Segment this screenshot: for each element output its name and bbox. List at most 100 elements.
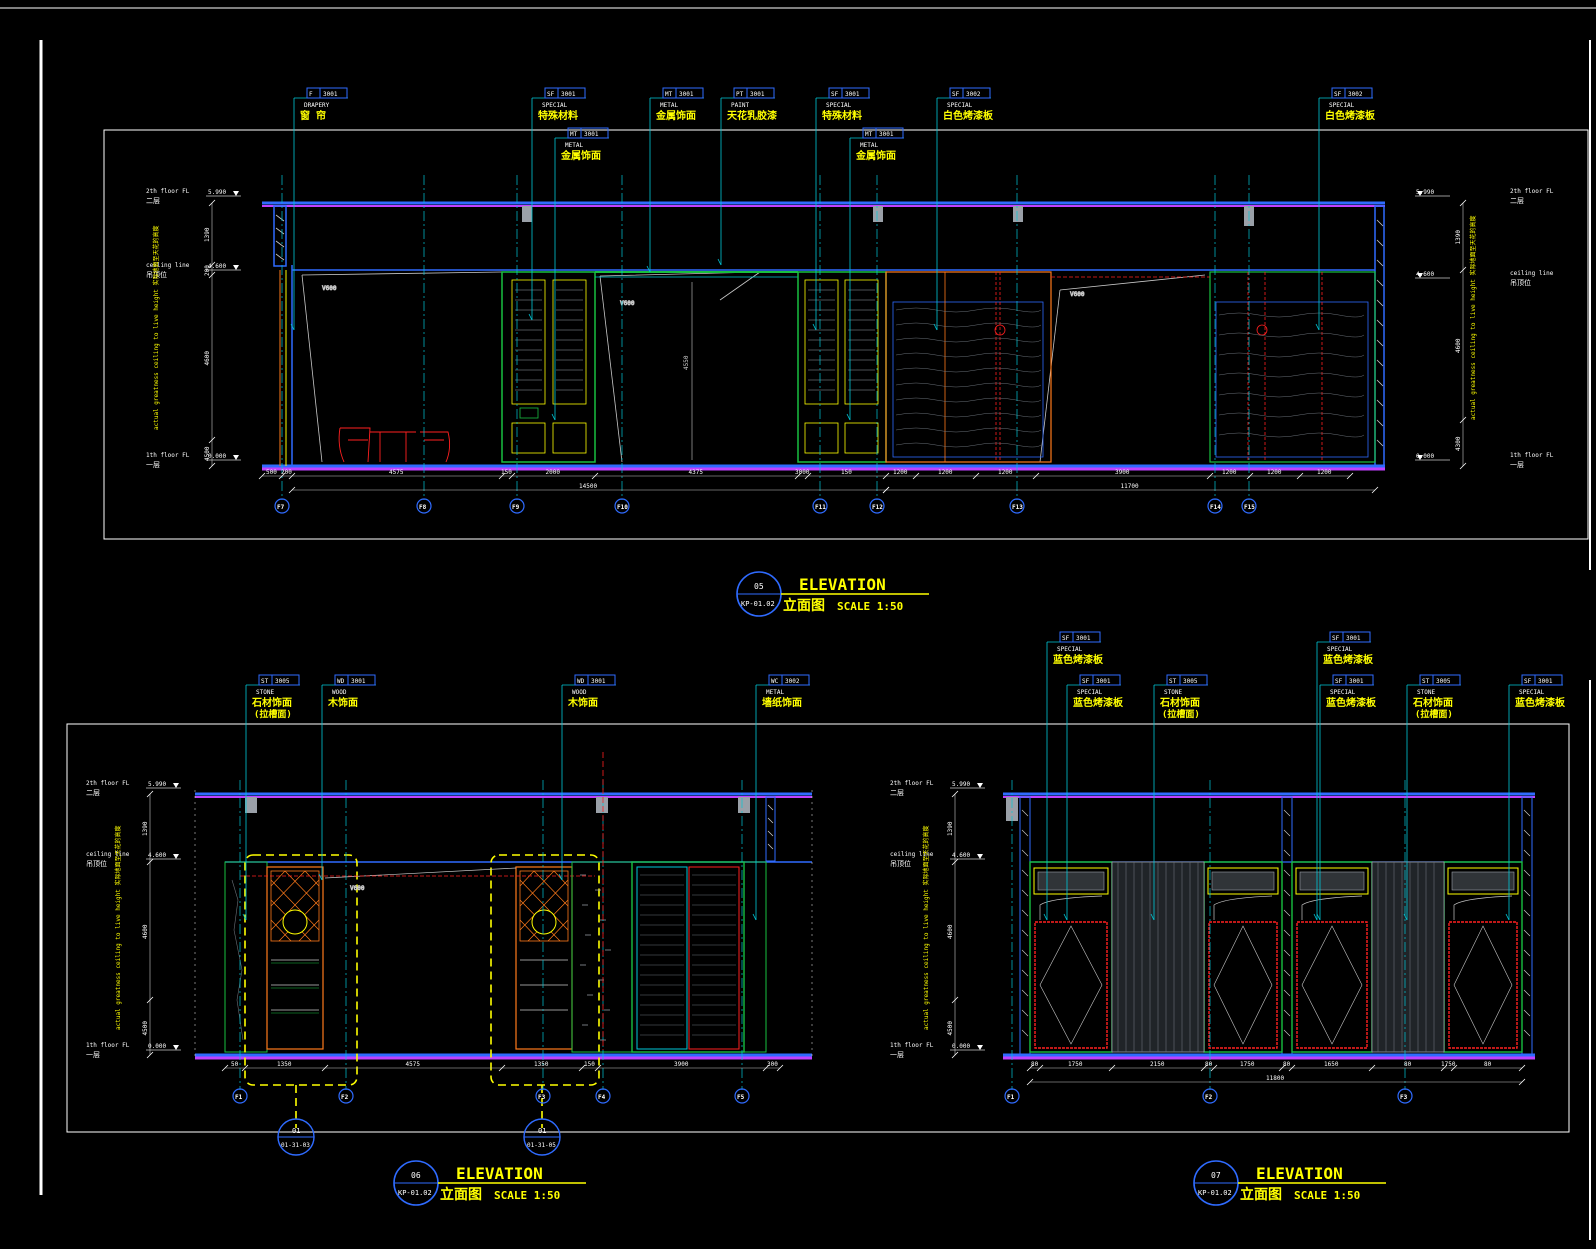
elev06-level-en: ceiling line [86, 851, 130, 858]
elev07-vertical-note: actual greatness ceiling to live height … [922, 826, 930, 1031]
elev05-grid-bubble-7: F14 [1207, 498, 1223, 514]
elev05-tag-en: SPECIAL [1329, 102, 1355, 109]
elev07-dimension-value: 80 [1484, 1061, 1492, 1068]
elev06-dimension-value: 1350 [277, 1061, 292, 1068]
elev07-tag-num: 3001 [1538, 678, 1553, 685]
elev05-wardrobe-left [885, 271, 1210, 463]
elev05-right-level-val: 5.990 [1416, 189, 1434, 196]
elev05-title-en: ELEVATION [799, 575, 886, 594]
elev05-grid-label: F10 [617, 504, 628, 511]
elev05-left-vdim-value: 4600 [204, 351, 211, 366]
elev06-tag-en: STONE [256, 689, 274, 696]
elev05-dimension-value: 200 [281, 469, 292, 476]
elev05-left-vdim-value: 1390 [204, 227, 211, 242]
elev06-tag-cn: 石材饰面 [251, 696, 292, 709]
elev06-level-val: 0.000 [148, 1043, 166, 1050]
elev05-tag-en: METAL [565, 142, 583, 149]
elev06-grid-bubble-4: F5 [734, 1088, 750, 1104]
elev06-grid-bubble-1: F2 [338, 1088, 354, 1104]
elev06-dimension-value: 300 [767, 1061, 778, 1068]
elev06-level-cn: 二层 [86, 789, 100, 797]
elev05-right-level-en: 1th floor FL [1510, 452, 1554, 459]
elev05-tag-num: 3001 [584, 131, 599, 138]
elev07-grid-axes [1011, 780, 1406, 1090]
elev05-left-level-val: 0.000 [208, 453, 226, 460]
elev06-shelf-unit-right [515, 866, 573, 1050]
elev07-tag-en: SPECIAL [1519, 689, 1545, 696]
elev05-right-level-cn: 二层 [1510, 197, 1524, 205]
elev05-dimension-value: 1200 [893, 469, 908, 476]
elev06-grid-bubble-2: F3 [535, 1088, 551, 1104]
elev07-level-val: 5.990 [952, 781, 970, 788]
elev05-right-level-en: ceiling line [1510, 270, 1554, 277]
elev07-tag-cn: 蓝色烤漆板 [1515, 696, 1566, 709]
elev05-grid-label: F8 [419, 504, 427, 511]
elev05-title-ref: KP-01.02 [741, 600, 775, 608]
elev05-tag-code: SF [1334, 91, 1342, 98]
elev05-grid-bubble-1: F8 [416, 498, 432, 514]
elev07-level-val: 0.000 [952, 1043, 970, 1050]
elev05-grid-label: F15 [1244, 504, 1255, 511]
elev06-title-cn: 立面图 [440, 1186, 482, 1203]
elev07-tag-en: SPECIAL [1077, 689, 1103, 696]
elev05-dimension-value: 4375 [689, 469, 704, 476]
svg-text:4550: 4550 [683, 355, 690, 370]
elev07-grid-label: F2 [1205, 1094, 1213, 1101]
elev06-tag-cn: 墙纸饰面 [762, 696, 802, 709]
elev05-dimension-value: 3900 [1115, 469, 1130, 476]
elev05-tag-code: SF [547, 91, 555, 98]
elev07-tag-en: STONE [1417, 689, 1435, 696]
elev06-section-num: 01 [292, 1127, 300, 1135]
elev06-title-num: 06 [411, 1171, 421, 1180]
elev05-right-level-cn: 一层 [1510, 461, 1524, 469]
elev07-vdim-value: 4600 [947, 924, 954, 939]
elev06-grid-label: F2 [341, 1094, 349, 1101]
elev06-grid-bubble-3: F4 [595, 1088, 611, 1104]
elev06-level-en: 1th floor FL [86, 1042, 130, 1049]
elev07-tag-num: 3005 [1436, 678, 1451, 685]
elev07-tag-en: SPECIAL [1330, 689, 1356, 696]
elev07-grid-bubble-1: F2 [1202, 1088, 1218, 1104]
elev06-dimension-value: 3900 [674, 1061, 689, 1068]
elev07-tag-en: SPECIAL [1327, 646, 1353, 653]
elev05-tag-cn: 金属饰面 [655, 109, 696, 122]
elev06-title-scale: SCALE 1:50 [494, 1189, 560, 1202]
elev05-grid-axes [281, 175, 1250, 500]
elev07-tag-code: SF [1062, 635, 1070, 642]
elev07-level-en: 2th floor FL [890, 780, 934, 787]
elev05-left-vdim-value: 200 [204, 265, 211, 276]
elev07-tag-code: SF [1082, 678, 1090, 685]
elev05-tag-num: 3002 [1348, 91, 1363, 98]
elevation-07 [1003, 780, 1535, 1090]
elev06-dimension-value: 4575 [406, 1061, 421, 1068]
elev05-left-vdim-value: 4500 [204, 446, 211, 461]
elev07-tag-code: SF [1332, 635, 1340, 642]
elev07-tag-cn: 石材饰面 [1159, 696, 1200, 709]
elev06-vdim-value: 4500 [142, 1021, 149, 1036]
elev05-right-vdim-value: 4300 [1455, 436, 1462, 451]
elev05-tag-en: METAL [660, 102, 678, 109]
elev06-tag-code: WD [337, 678, 345, 685]
elev05-dimension-value: 2000 [546, 469, 561, 476]
elev06-section-num: 01 [538, 1127, 546, 1135]
elev05-tag-en: METAL [860, 142, 878, 149]
elev05-tag-num: 3002 [966, 91, 981, 98]
elev07-dimension-value: 1650 [1324, 1061, 1339, 1068]
elev05-tag-en: DRAPERY [304, 102, 330, 109]
